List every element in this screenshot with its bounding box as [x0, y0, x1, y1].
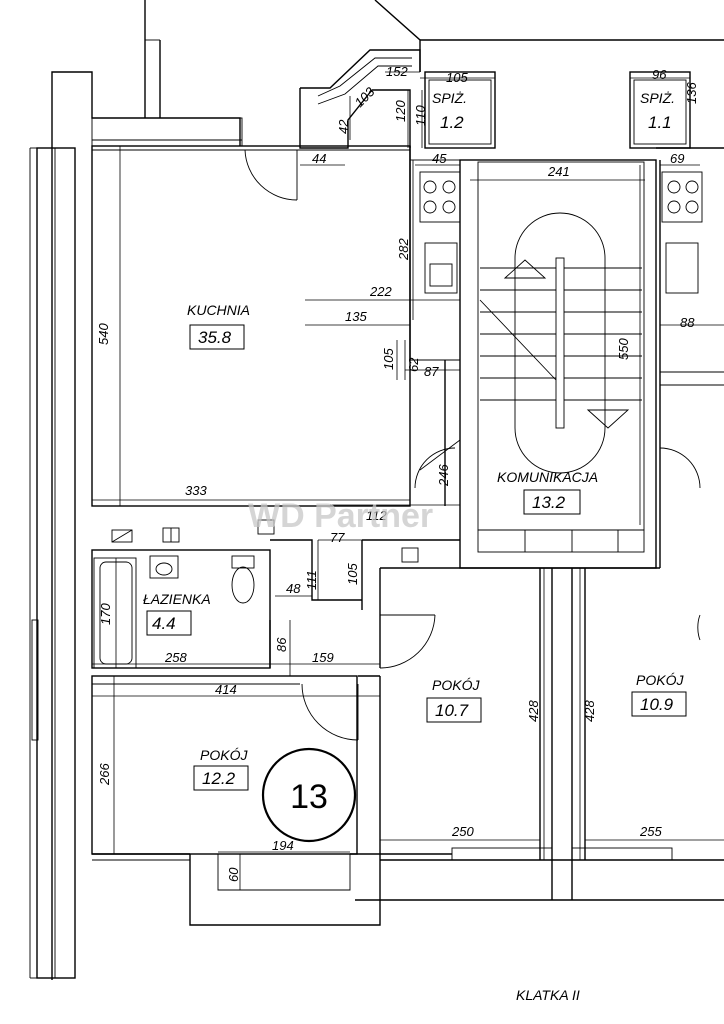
room-area-pokoj-10-7: 10.7 — [435, 701, 469, 720]
dim-540: 540 — [96, 323, 111, 345]
pantry-1-2 — [424, 71, 496, 149]
apartment-number-badge: 13 — [261, 747, 357, 843]
dim-194: 194 — [272, 838, 294, 853]
dim-258: 258 — [164, 650, 187, 665]
dim-62: 62 — [406, 357, 421, 372]
room-area-spiz-1-2: 1.2 — [440, 113, 464, 132]
dim-550: 550 — [616, 338, 631, 360]
room-name-lazienka: ŁAZIENKA — [143, 591, 211, 607]
dim-103: 103 — [352, 84, 378, 110]
dim-111: 111 — [304, 570, 319, 590]
room-name-pokoj-12-2: POKÓJ — [200, 747, 248, 763]
dim-69: 69 — [670, 151, 684, 166]
dim-96: 96 — [652, 67, 667, 82]
rooms-middle-right-walls — [355, 568, 724, 901]
dim-87: 87 — [424, 364, 439, 379]
dim-152: 152 — [386, 64, 408, 79]
dim-77: 77 — [330, 530, 345, 545]
room-name-pokoj-10-7: POKÓJ — [432, 677, 480, 693]
room-labels: KUCHNIA 35.8 SPIŻ. 1.2 SPIŻ. 1.1 KOMUNIK… — [143, 90, 687, 791]
dim-135: 135 — [345, 309, 367, 324]
dim-105-hall: 105 — [345, 563, 360, 585]
dim-42: 42 — [336, 119, 351, 134]
outer-left-wall — [29, 147, 76, 979]
dim-110: 110 — [413, 105, 428, 126]
staircase-label: KLATKA II — [516, 987, 580, 1003]
dimension-lines — [92, 71, 724, 890]
dim-88: 88 — [680, 315, 695, 330]
right-unit-walls — [656, 147, 724, 641]
pantry-1-1 — [629, 71, 691, 149]
dim-246: 246 — [436, 464, 451, 487]
dim-266: 266 — [97, 763, 112, 786]
dim-120: 120 — [393, 100, 408, 122]
room-area-pokoj-10-9: 10.9 — [640, 695, 674, 714]
dim-86: 86 — [274, 637, 289, 652]
stair-flights — [479, 212, 642, 474]
room-area-kuchnia: 35.8 — [198, 328, 232, 347]
room-area-spiz-1-1: 1.1 — [648, 113, 672, 132]
dim-48: 48 — [286, 581, 301, 596]
dim-282: 282 — [396, 238, 411, 261]
room-name-spiz-1-1: SPIŻ. — [640, 90, 675, 106]
room-12-2-walls — [91, 675, 452, 926]
kitchen-counter — [409, 159, 461, 361]
dim-136: 136 — [684, 82, 699, 104]
room-name-kuchnia: KUCHNIA — [187, 302, 250, 318]
dim-105-kitchen: 105 — [381, 348, 396, 370]
dim-250: 250 — [451, 824, 474, 839]
dimension-labels: 540 333 222 135 282 105 62 87 246 241 55… — [96, 64, 699, 882]
dim-170: 170 — [98, 603, 113, 625]
room-name-pokoj-10-9: POKÓJ — [636, 672, 684, 688]
top-facade — [51, 0, 724, 980]
dim-222: 222 — [369, 284, 392, 299]
apartment-number: 13 — [290, 778, 328, 816]
room-area-lazienka: 4.4 — [152, 614, 176, 633]
dim-414: 414 — [215, 682, 237, 697]
dim-112: 112 — [366, 508, 387, 523]
dim-255: 255 — [639, 824, 662, 839]
dim-45: 45 — [432, 151, 447, 166]
room-area-komunikacja: 13.2 — [532, 493, 566, 512]
hallway-walls — [269, 539, 660, 669]
watermark: WD Partner — [248, 497, 433, 535]
dim-333: 333 — [185, 483, 207, 498]
dim-428-right: 428 — [582, 700, 597, 722]
room-name-spiz-1-2: SPIŻ. — [432, 90, 467, 106]
dim-428-left: 428 — [526, 700, 541, 722]
dim-241: 241 — [547, 164, 570, 179]
kitchen-walls — [91, 145, 460, 507]
dim-105-pantry: 105 — [446, 70, 468, 85]
room-name-komunikacja: KOMUNIKACJA — [497, 469, 598, 485]
dim-44: 44 — [312, 151, 326, 166]
dim-159: 159 — [312, 650, 334, 665]
room-area-pokoj-12-2: 12.2 — [202, 769, 236, 788]
dim-60: 60 — [226, 867, 241, 882]
